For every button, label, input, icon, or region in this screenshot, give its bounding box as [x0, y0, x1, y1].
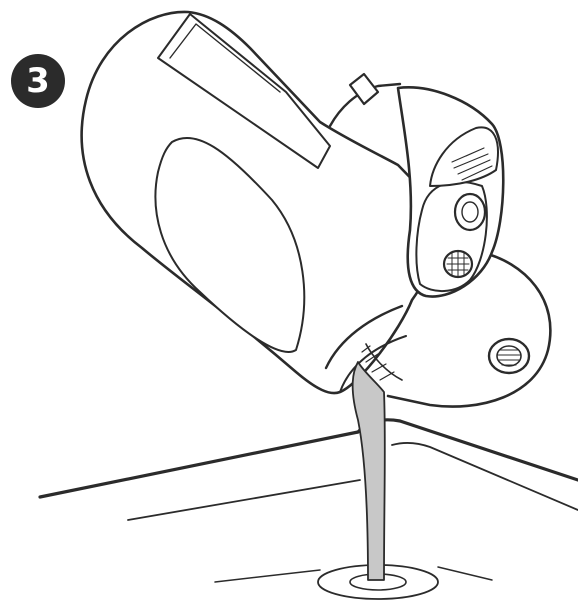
sink-illustration [38, 418, 578, 600]
water-stream-illustration [351, 361, 386, 581]
appliance-illustration [80, 10, 552, 408]
step-number-badge: 3 [11, 54, 65, 108]
step-number: 3 [26, 61, 50, 101]
